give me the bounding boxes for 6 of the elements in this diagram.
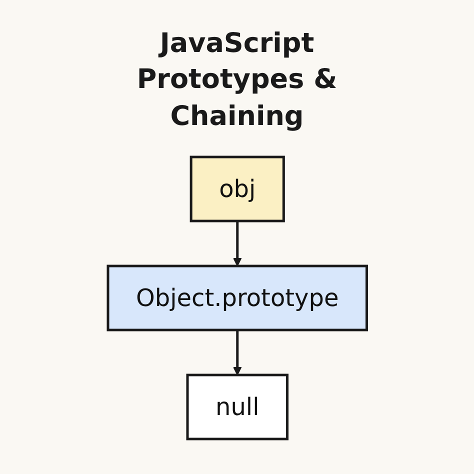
node-box: null — [186, 374, 288, 441]
node-box: obj — [189, 156, 285, 223]
diagram-title: JavaScript Prototypes & Chaining — [136, 27, 338, 134]
node-box: Object.prototype — [106, 265, 368, 332]
arrow — [232, 330, 242, 376]
arrow — [232, 221, 242, 267]
